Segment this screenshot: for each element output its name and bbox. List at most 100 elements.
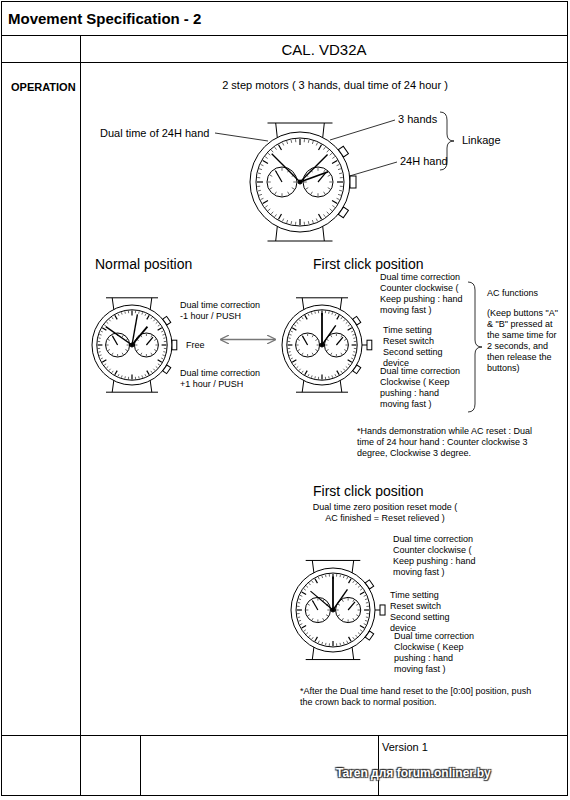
watch-dial <box>287 310 357 380</box>
sub-dial <box>303 167 333 197</box>
dial-tick <box>291 221 293 224</box>
sub-dial-tick <box>315 350 317 351</box>
dial-tick <box>336 643 337 646</box>
dial-tick <box>153 369 155 371</box>
dial-tick <box>364 595 366 596</box>
sub-dial-tick <box>356 604 358 605</box>
dial-tick <box>321 642 323 644</box>
watch-hand <box>332 576 334 610</box>
dial-tick <box>291 140 293 143</box>
dial-tick <box>348 360 352 362</box>
watch-pusher <box>163 365 171 374</box>
dial-tick <box>259 194 262 196</box>
dial-tick <box>338 168 341 170</box>
dial-tick <box>258 173 261 175</box>
watch-dial <box>97 310 167 380</box>
dial-tick <box>332 201 337 204</box>
dial-tick <box>365 598 367 600</box>
dial-tick <box>162 344 167 345</box>
dial-tick <box>118 374 120 376</box>
dial-tick <box>353 351 355 352</box>
dial-tick <box>145 374 147 376</box>
dial-tick <box>275 147 277 149</box>
dial-tick <box>291 358 293 360</box>
dial-tick <box>259 168 262 170</box>
sub-dial-tick <box>137 350 139 351</box>
dial-tick <box>339 575 341 577</box>
sub-dial-tick <box>329 182 332 183</box>
dial-tick <box>118 314 120 316</box>
watch-illustration <box>291 560 385 659</box>
sub-dial-tick <box>331 335 332 337</box>
dial-tick <box>335 314 337 316</box>
sub-dial-tick <box>127 345 129 346</box>
watch-dial <box>256 138 344 226</box>
dial-tick <box>365 620 367 622</box>
dial-tick <box>299 139 300 145</box>
dial-tick <box>327 150 329 152</box>
dial-tick <box>309 635 311 637</box>
dial-tick <box>112 317 113 319</box>
dial-tick <box>358 586 360 588</box>
sub-dial-tick <box>112 353 113 355</box>
dial-tick <box>315 579 318 583</box>
dial-tick <box>348 325 350 326</box>
function-label: Dual time correction Counter clockwise (… <box>393 534 483 578</box>
watch-pusher <box>353 365 361 374</box>
callout-label: 3 hands <box>398 113 458 126</box>
dial-tick <box>101 331 103 333</box>
dial-tick <box>158 328 162 330</box>
sub-dial-tick <box>307 334 308 336</box>
watch-case <box>291 568 375 652</box>
sub-dial-tick <box>345 345 347 346</box>
dial-tick <box>261 198 264 199</box>
watch-hand <box>300 154 328 182</box>
dial-tick <box>145 314 147 316</box>
watch-illustration <box>92 298 177 392</box>
dial-tick <box>325 311 326 313</box>
dial-tick <box>257 186 260 187</box>
dial-tick <box>299 598 301 600</box>
dial-tick <box>297 613 300 614</box>
dial-tick <box>353 337 355 338</box>
dial-tick <box>308 314 310 316</box>
function-label: Dual time correction Clockwise ( Keep pu… <box>380 366 470 410</box>
dial-tick <box>98 348 100 349</box>
sub-dial-tick <box>292 188 295 190</box>
function-label: Time setting Reset switch Second setting… <box>383 325 445 369</box>
sub-dial-tick <box>315 339 317 340</box>
node-heading: Version 1 <box>382 740 567 755</box>
watch-pusher <box>365 580 373 589</box>
dial-tick <box>288 348 290 349</box>
sub-dial-hand <box>303 336 308 345</box>
sub-dial-tick <box>108 339 110 340</box>
dial-tick <box>163 337 165 338</box>
dial-tick <box>300 595 302 596</box>
dial-tick <box>351 358 353 360</box>
sub-dial-tick <box>122 353 123 355</box>
dial-tick <box>151 371 152 373</box>
dial-tick <box>352 354 354 356</box>
dial-tick <box>99 354 101 356</box>
dial-tick <box>349 637 352 641</box>
watch-lug <box>306 659 361 660</box>
node-heading: First click position <box>313 255 453 273</box>
sub-dial-tick <box>122 335 123 337</box>
sub-dial-hand <box>113 336 118 345</box>
hand-pivot <box>298 180 302 184</box>
watch-lug <box>106 392 158 393</box>
header-cell: CAL. VD32A <box>81 36 567 63</box>
sub-dial-tick <box>304 182 307 183</box>
sub-dial-tick <box>125 350 127 351</box>
sub-dial-tick <box>326 615 328 616</box>
dial-tick <box>299 219 300 225</box>
dial-tick <box>294 364 296 365</box>
sub-dial-tick <box>325 345 327 346</box>
dial-tick <box>141 312 143 314</box>
label-cell: OPERATION <box>2 63 80 735</box>
sub-dial-tick <box>308 604 310 605</box>
sub-dial-tick <box>318 193 319 196</box>
dial-tick <box>257 181 263 182</box>
dial-tick <box>294 325 296 326</box>
